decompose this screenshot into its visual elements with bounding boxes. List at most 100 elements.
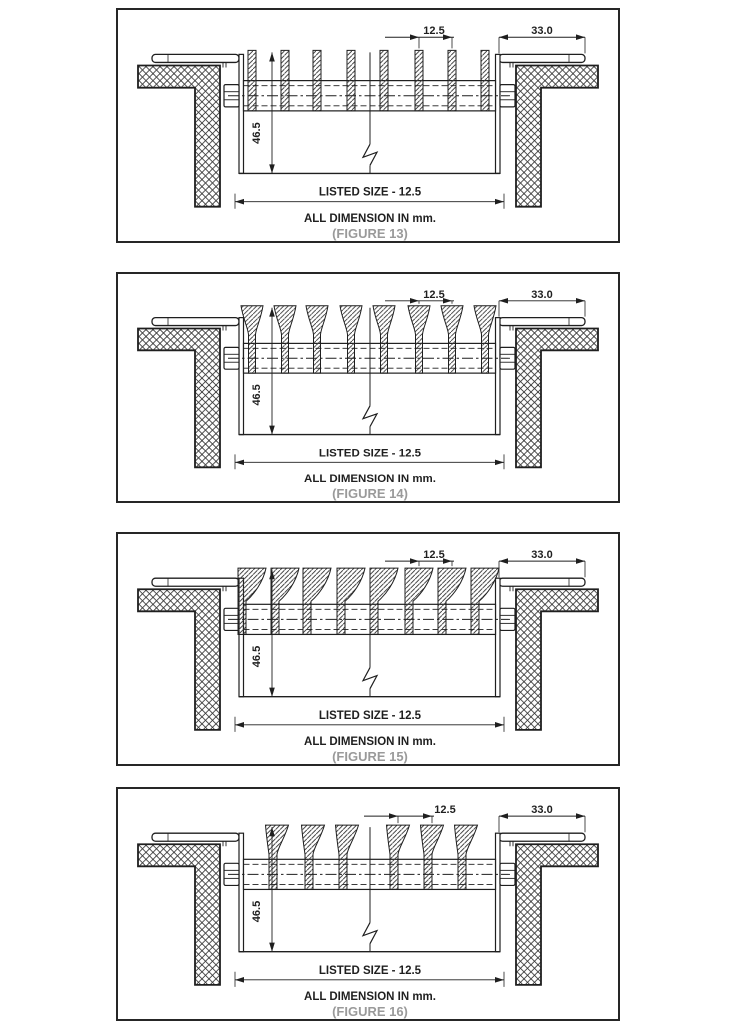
dim-overlap-label: 33.0 <box>531 25 552 37</box>
blade-funnel <box>473 305 497 374</box>
dim-overlap-label: 33.0 <box>531 549 552 561</box>
wall-left <box>137 588 221 731</box>
blade-taper <box>453 824 479 890</box>
blade-taper <box>334 824 360 890</box>
mounting-flange-left <box>151 577 240 592</box>
units-note: ALL DIMENSION IN mm. <box>304 736 436 748</box>
wall-right <box>515 327 599 469</box>
blade-straight <box>247 49 257 112</box>
blade-slant <box>302 567 332 635</box>
dim-blade-pitch: 12.5 <box>385 25 454 49</box>
mounting-flange-right <box>498 832 586 847</box>
blade-taper <box>300 824 326 890</box>
dim-listed-size: LISTED SIZE - 12.5 <box>234 710 505 732</box>
dim-blade-pitch: 12.5 <box>364 804 456 824</box>
break-symbol <box>361 922 379 944</box>
units-note: ALL DIMENSION IN mm. <box>304 473 436 485</box>
dim-frame-depth: 46.5 <box>251 570 275 697</box>
dim-frame-overlap: 33.0 <box>498 25 586 54</box>
blade-funnel <box>273 305 297 374</box>
listed-size-label: LISTED SIZE - 12.5 <box>319 710 422 722</box>
listed-size-label: LISTED SIZE - 12.5 <box>319 965 422 977</box>
blade-taper <box>385 824 411 890</box>
dim-frame-overlap: 33.0 <box>498 549 586 578</box>
dim-overlap-label: 33.0 <box>531 804 552 816</box>
dim-frame-depth: 46.5 <box>251 827 275 952</box>
blade-funnel <box>240 305 264 374</box>
blade-straight <box>280 49 290 112</box>
dim-blade-pitch: 12.5 <box>385 549 454 567</box>
blades <box>240 305 497 374</box>
blade-straight <box>414 49 424 112</box>
wall-right <box>515 64 599 208</box>
center-break-line <box>361 570 379 697</box>
figure-caption: (FIGURE 16) <box>332 1004 408 1019</box>
blade-straight <box>447 49 457 112</box>
dim-frame-overlap: 33.0 <box>498 804 586 833</box>
dim-listed-size: LISTED SIZE - 12.5 <box>234 187 505 209</box>
break-symbol <box>361 405 379 427</box>
wall-left <box>137 64 221 208</box>
blade-slant <box>237 567 267 635</box>
blades <box>264 824 479 890</box>
blades <box>237 567 500 635</box>
center-break-line <box>361 827 379 952</box>
figure-caption: (FIGURE 13) <box>332 226 408 241</box>
duct-frame <box>238 53 501 175</box>
dim-pitch-label: 12.5 <box>423 549 444 561</box>
figure-caption: (FIGURE 15) <box>332 749 408 764</box>
dim-blade-pitch: 12.5 <box>385 289 454 304</box>
units-note: ALL DIMENSION IN mm. <box>304 213 436 225</box>
blade-slant <box>369 567 399 635</box>
wall-left <box>137 327 221 469</box>
blade-taper <box>264 824 290 890</box>
blade-straight <box>346 49 356 112</box>
dim-pitch-label: 12.5 <box>423 289 444 301</box>
blade-straight <box>379 49 389 112</box>
dim-frame-overlap: 33.0 <box>498 289 586 317</box>
wall-left <box>137 843 221 986</box>
dim-pitch-label: 12.5 <box>423 25 444 37</box>
dim-listed-size: LISTED SIZE - 12.5 <box>234 447 505 470</box>
blade-funnel <box>440 305 464 374</box>
dim-depth-label: 46.5 <box>251 901 263 922</box>
blade-funnel <box>372 305 396 374</box>
blade-slant <box>404 567 434 635</box>
blade-funnel <box>339 305 363 374</box>
dim-depth-label: 46.5 <box>251 646 263 667</box>
blade-straight <box>480 49 490 112</box>
blade-slant <box>336 567 366 635</box>
center-break-line <box>361 307 379 435</box>
dim-pitch-label: 12.5 <box>434 804 455 816</box>
blade-funnel <box>305 305 329 374</box>
dim-depth-label: 46.5 <box>251 122 263 144</box>
listed-size-label: LISTED SIZE - 12.5 <box>319 447 422 459</box>
dim-depth-label: 46.5 <box>251 384 263 405</box>
figure-caption: (FIGURE 14) <box>332 486 408 501</box>
units-note: ALL DIMENSION IN mm. <box>304 991 436 1003</box>
blade-taper <box>419 824 445 890</box>
mounting-flange-right <box>498 577 586 592</box>
blade-straight <box>312 49 322 112</box>
break-symbol <box>361 143 379 166</box>
blade-slant <box>437 567 467 635</box>
dim-frame-depth: 46.5 <box>251 307 275 435</box>
blade-funnel <box>407 305 431 374</box>
break-symbol <box>361 667 379 689</box>
blade-slant <box>470 567 500 635</box>
wall-right <box>515 843 599 986</box>
center-break-line <box>361 52 379 174</box>
dim-listed-size: LISTED SIZE - 12.5 <box>234 965 505 987</box>
wall-right <box>515 588 599 731</box>
listed-size-label: LISTED SIZE - 12.5 <box>319 187 422 199</box>
blade-slant <box>270 567 300 635</box>
